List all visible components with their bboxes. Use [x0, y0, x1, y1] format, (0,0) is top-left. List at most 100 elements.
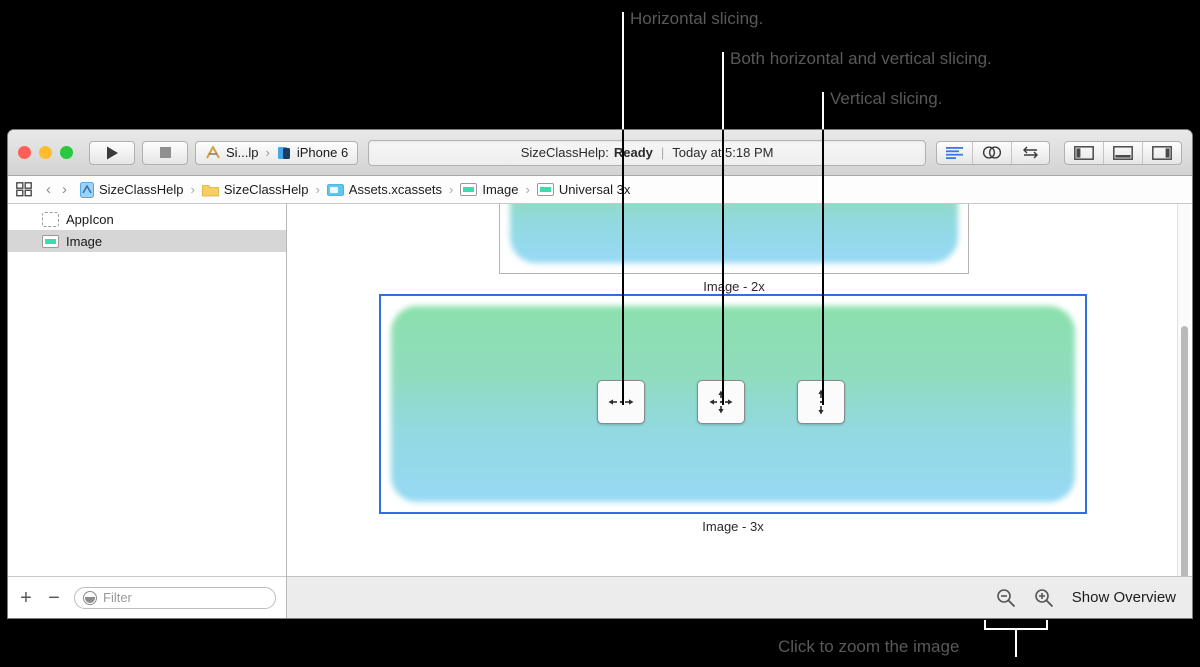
filter-icon: [83, 590, 97, 605]
asset-item-2x[interactable]: Image - 2x: [499, 204, 969, 294]
horizontal-slicing-button[interactable]: [597, 380, 645, 424]
leader-line-vertical: [822, 92, 824, 130]
back-button[interactable]: ‹: [46, 181, 51, 198]
leader-line-horizontal: [622, 12, 624, 130]
forward-button[interactable]: ›: [62, 181, 67, 198]
leader-line-both-over-window: [722, 130, 724, 405]
left-panel-icon: [1074, 145, 1094, 160]
scheme-icon: [206, 145, 220, 158]
run-button[interactable]: [89, 140, 135, 165]
breadcrumb-label-folder: SizeClassHelp: [223, 182, 309, 197]
filter-placeholder: Filter: [103, 590, 132, 605]
traffic-lights: [18, 146, 73, 159]
breadcrumb-item-project[interactable]: SizeClassHelp: [80, 181, 184, 198]
scrollbar-thumb[interactable]: [1181, 326, 1188, 581]
stop-button[interactable]: [142, 140, 188, 165]
imageset-icon: [460, 183, 478, 196]
vertical-scrollbar[interactable]: [1177, 204, 1190, 581]
breadcrumb-separator-4: ›: [525, 182, 530, 197]
callout-horizontal-slicing: Horizontal slicing.: [630, 9, 764, 28]
version-editor-icon: [1023, 146, 1038, 159]
appicon-icon: [42, 211, 59, 227]
asset-frame-2x[interactable]: [499, 204, 969, 274]
status-separator: |: [660, 145, 665, 160]
filter-input[interactable]: Filter: [74, 586, 276, 609]
imageset-icon: [42, 234, 59, 248]
minimize-button[interactable]: [39, 146, 52, 159]
breadcrumb-item-xcassets[interactable]: Assets.xcassets: [326, 182, 442, 197]
play-icon: [106, 146, 118, 159]
window-toolbar: Si...lp › iPhone 6 SizeClassHelp: Ready …: [8, 130, 1192, 176]
callout-vertical-slicing: Vertical slicing.: [830, 89, 943, 108]
xcode-window: Si...lp › iPhone 6 SizeClassHelp: Ready …: [8, 130, 1192, 618]
asset-caption-2x: Image - 2x: [703, 279, 765, 294]
device-icon: [277, 146, 290, 159]
folder-icon: [201, 184, 219, 196]
version-editor-button[interactable]: [1012, 142, 1049, 164]
related-items-icon[interactable]: [16, 182, 33, 197]
breadcrumb-label-imageset: Image: [482, 182, 519, 197]
navigator-toggle-button[interactable]: [1065, 141, 1104, 164]
asset-list: AppIcon Image: [8, 204, 286, 576]
asset-navigator: AppIcon Image + − Filter: [8, 204, 287, 618]
arrows-up-down-icon: [818, 389, 824, 415]
breadcrumb-separator-1: ›: [190, 182, 195, 197]
breadcrumb: ‹ › SizeClassHelp › SizeClassHelp ›: [8, 176, 1192, 204]
assistant-editor-button[interactable]: [973, 141, 1012, 164]
bottom-panel-icon: [1113, 145, 1133, 160]
editor-mode-group: [936, 140, 1050, 165]
asset-editor: Image - 2x: [287, 204, 1192, 618]
callout-click-to-zoom: Click to zoom the image: [778, 637, 960, 656]
zoom-callout-stem: [1015, 628, 1017, 657]
sidebar-label-appicon: AppIcon: [66, 211, 114, 227]
breadcrumb-item-universal-3x[interactable]: Universal 3x: [536, 182, 630, 197]
arrows-left-right-icon: [608, 399, 634, 405]
project-icon: [80, 181, 94, 198]
xcassets-icon: [326, 183, 344, 196]
standard-editor-button[interactable]: [937, 141, 973, 164]
breadcrumb-item-imageset[interactable]: Image: [460, 182, 518, 197]
activity-status-bar: SizeClassHelp: Ready | Today at 5:18 PM: [368, 139, 926, 166]
sidebar-item-appicon[interactable]: AppIcon: [8, 208, 286, 230]
leader-line-horizontal-over-window: [622, 130, 624, 405]
zoom-in-icon[interactable]: [1034, 588, 1054, 608]
view-toggle-group: [1064, 140, 1182, 165]
stop-icon: [159, 147, 171, 158]
asset-caption-3x: Image - 3x: [702, 519, 764, 534]
asset-navigator-footer: + − Filter: [8, 576, 286, 618]
asset-frame-3x[interactable]: [379, 294, 1087, 514]
sidebar-label-image: Image: [66, 233, 103, 249]
standard-editor-icon: [946, 146, 963, 159]
breadcrumb-label-xcassets: Assets.xcassets: [348, 182, 442, 197]
scheme-project-label: Si...lp: [226, 145, 259, 160]
window-body: AppIcon Image + − Filter: [8, 204, 1192, 618]
debug-area-toggle-button[interactable]: [1104, 141, 1143, 164]
breadcrumb-separator-3: ›: [448, 182, 454, 197]
maximize-button[interactable]: [60, 146, 73, 159]
imageset-icon: [536, 183, 554, 196]
breadcrumb-item-folder[interactable]: SizeClassHelp: [201, 182, 309, 197]
show-overview-button[interactable]: Show Overview: [1071, 589, 1176, 606]
scheme-selector[interactable]: Si...lp › iPhone 6: [195, 140, 359, 165]
close-button[interactable]: [18, 146, 31, 159]
leader-line-vertical-over-window: [822, 130, 824, 405]
zoom-out-icon[interactable]: [996, 588, 1016, 608]
add-asset-button[interactable]: +: [20, 586, 32, 609]
remove-asset-button[interactable]: −: [48, 586, 60, 609]
breadcrumb-label-project: SizeClassHelp: [99, 182, 184, 197]
asset-canvas: Image - 2x: [287, 204, 1192, 618]
editor-footer: Show Overview: [287, 576, 1192, 618]
assistant-editor-icon: [982, 146, 1002, 159]
asset-item-3x[interactable]: Image - 3x: [379, 294, 1087, 534]
callout-both-slicing: Both horizontal and vertical slicing.: [730, 49, 992, 68]
utilities-toggle-button[interactable]: [1143, 142, 1181, 164]
status-state: Ready: [613, 145, 653, 160]
vertical-slicing-button[interactable]: [797, 380, 845, 424]
leader-line-both: [722, 52, 724, 130]
status-project: SizeClassHelp:: [520, 145, 609, 160]
both-slicing-button[interactable]: [697, 380, 745, 424]
sidebar-item-image[interactable]: Image: [8, 230, 286, 252]
asset-preview-2x: [510, 204, 958, 263]
scheme-chevron: ›: [265, 145, 270, 160]
